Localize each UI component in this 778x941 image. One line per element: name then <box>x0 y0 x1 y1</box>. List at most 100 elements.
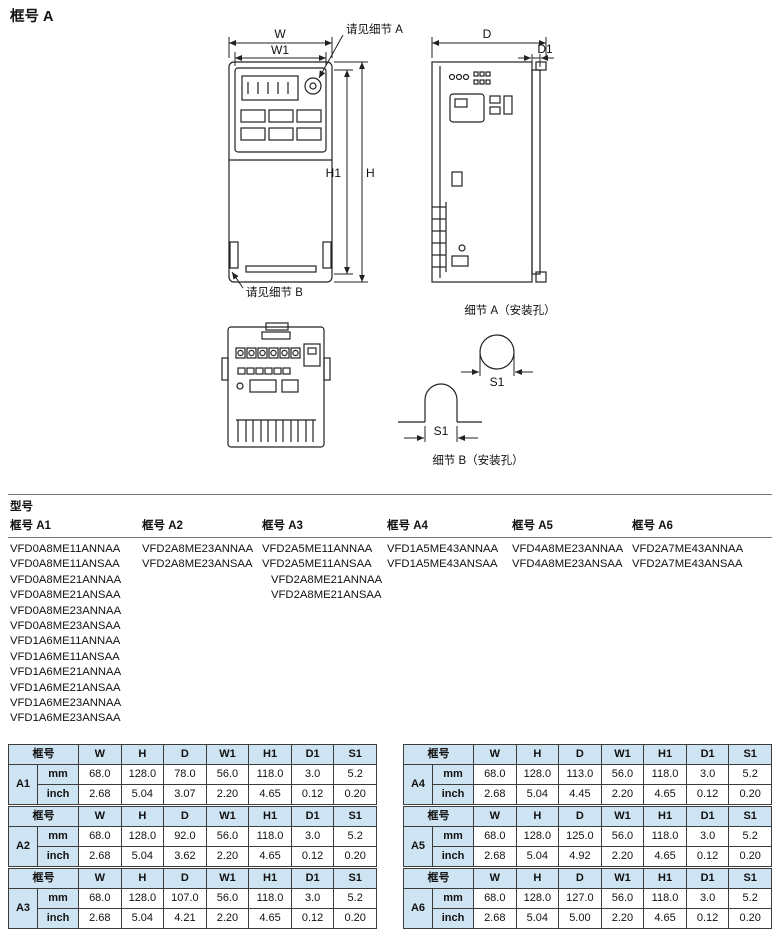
dim-value: 4.65 <box>643 908 687 929</box>
dim-value: 128.0 <box>515 764 560 785</box>
model-code: VFD2A5ME11ANNAA <box>262 543 373 555</box>
dim-header-h: H <box>515 744 560 765</box>
dimension-diagram: W W1 H H1 D D1 请见细节 A 请见细节 B 细节 A（安装孔） 细… <box>0 22 778 490</box>
dim-header-w1: W1 <box>600 868 645 889</box>
dim-value: 4.65 <box>643 784 687 805</box>
dim-value: 118.0 <box>643 826 687 847</box>
dim-header-frame: 框号 <box>8 806 79 827</box>
dim-header-s1: S1 <box>333 806 377 827</box>
frame-a3-header: 框号 A3 <box>262 520 303 532</box>
dim-header-h1: H1 <box>643 744 687 765</box>
keypad-button <box>268 127 294 141</box>
dim-value: 3.0 <box>685 764 730 785</box>
label-d: D <box>483 27 492 41</box>
dim-header-d: D <box>163 868 207 889</box>
frame-label: A6 <box>403 888 433 929</box>
model-code: VFD2A7ME43ANSAA <box>632 558 743 571</box>
label-w1: W1 <box>271 43 289 57</box>
dim-value: 5.2 <box>333 826 377 847</box>
dim-value: 56.0 <box>600 826 645 847</box>
dim-value: 4.92 <box>558 846 602 867</box>
dim-header-d1: D1 <box>685 744 730 765</box>
unit-label: inch <box>432 846 474 867</box>
label-see-detail-a: 请见细节 A <box>346 23 403 36</box>
dim-header-frame: 框号 <box>8 868 79 889</box>
dim-value: 128.0 <box>120 888 165 909</box>
dim-value: 0.20 <box>333 784 377 805</box>
dim-table-a2: 框号 W H D W1 H1 D1 S1 A2 mm 68.0 128.0 92… <box>8 806 377 867</box>
dim-value: 3.62 <box>163 846 207 867</box>
model-code: VFD2A8ME23ANSAA <box>142 558 253 571</box>
unit-label: mm <box>37 888 79 909</box>
dim-value: 0.12 <box>685 908 730 929</box>
model-code: VFD1A6ME21ANSAA <box>10 681 121 694</box>
frame-label: A3 <box>8 888 38 929</box>
unit-label: mm <box>37 826 79 847</box>
dim-value: 4.45 <box>558 784 602 805</box>
dim-header-h1: H1 <box>248 744 292 765</box>
model-list-section: 型号 框号 A1 框号 A2 框号 A3 框号 A4 框号 A5 框号 A6 V… <box>8 494 772 727</box>
model-frame-header-row: 框号 A1 框号 A2 框号 A3 框号 A4 框号 A5 框号 A6 <box>8 516 772 538</box>
frame-label: A4 <box>403 764 433 805</box>
dim-value: 118.0 <box>643 888 687 909</box>
dim-value: 3.0 <box>685 888 730 909</box>
dim-value: 3.0 <box>290 826 335 847</box>
dim-header-d1: D1 <box>685 806 730 827</box>
dim-table-a1: 框号 W H D W1 H1 D1 S1 A1 mm 68.0 128.0 78… <box>8 744 377 805</box>
dim-header-d: D <box>558 806 602 827</box>
dim-value: 3.0 <box>685 826 730 847</box>
dim-value: 0.20 <box>728 784 772 805</box>
dim-header-d1: D1 <box>685 868 730 889</box>
dim-value: 2.20 <box>600 846 645 867</box>
dim-table-a5: 框号 W H D W1 H1 D1 S1 A5 mm 68.0 128.0 12… <box>403 806 772 867</box>
dim-value: 4.65 <box>248 784 292 805</box>
dim-header-h1: H1 <box>248 806 292 827</box>
model-code: VFD1A6ME21ANNAA <box>10 666 122 679</box>
dim-header-h: H <box>120 868 165 889</box>
dim-header-d1: D1 <box>290 744 335 765</box>
frame-label: A1 <box>8 764 38 805</box>
dim-value: 107.0 <box>163 888 207 909</box>
dim-value: 2.68 <box>78 784 122 805</box>
dim-value: 5.2 <box>728 764 772 785</box>
model-code: VFD1A5ME43ANNAA <box>387 543 499 555</box>
dim-value: 92.0 <box>163 826 207 847</box>
page-title: 框号 A <box>10 9 54 25</box>
dim-value: 68.0 <box>473 764 517 785</box>
keypad-button <box>240 109 266 123</box>
dim-value: 2.68 <box>78 846 122 867</box>
front-dimension-lines <box>228 34 368 289</box>
label-d1: D1 <box>537 42 553 56</box>
dim-value: 113.0 <box>558 764 602 785</box>
unit-label: inch <box>37 846 79 867</box>
dim-value: 5.04 <box>515 908 560 929</box>
knob-icon <box>304 77 322 95</box>
rj45-port <box>303 343 321 367</box>
frame-label: A2 <box>8 826 38 867</box>
dim-header-w1: W1 <box>205 806 250 827</box>
model-lists: VFD0A8ME11ANNAA VFD0A8ME11ANSAA VFD0A8ME… <box>8 538 772 727</box>
side-view <box>431 61 547 283</box>
dim-table-a3: 框号 W H D W1 H1 D1 S1 A3 mm 68.0 128.0 10… <box>8 868 377 929</box>
mounting-hole-a <box>479 334 515 370</box>
model-code: VFD1A6ME11ANNAA <box>10 635 121 648</box>
model-code: VFD2A8ME21ANNAA <box>271 573 383 586</box>
dim-value: 56.0 <box>205 888 250 909</box>
dim-value: 2.20 <box>205 908 250 929</box>
dim-value: 2.20 <box>205 846 250 867</box>
detail-b-drawing <box>398 383 482 442</box>
unit-label: mm <box>37 764 79 785</box>
dim-value: 125.0 <box>558 826 602 847</box>
dim-value: 2.20 <box>205 784 250 805</box>
unit-label: inch <box>37 908 79 929</box>
dim-value: 5.04 <box>120 846 165 867</box>
unit-label: mm <box>432 764 474 785</box>
detail-a-caption: 细节 A（安装孔） <box>464 303 555 317</box>
dim-value: 118.0 <box>248 826 292 847</box>
keypad-button <box>240 127 266 141</box>
mounting-slot-b <box>424 383 458 422</box>
keypad-display <box>241 75 299 101</box>
model-code: VFD1A5ME43ANSAA <box>387 558 498 571</box>
unit-label: inch <box>432 908 474 929</box>
frame-a5-header: 框号 A5 <box>512 520 553 532</box>
